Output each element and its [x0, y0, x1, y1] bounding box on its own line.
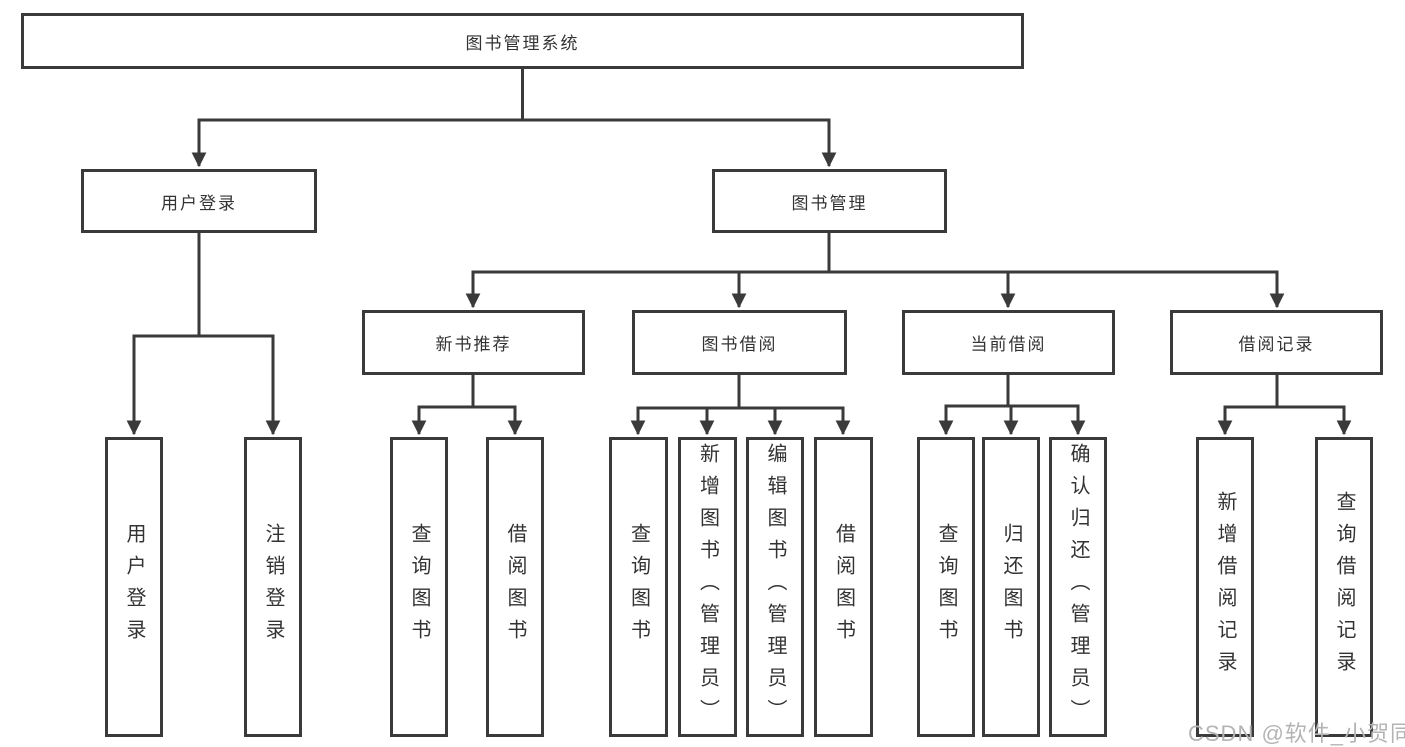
- leaf-confirm-return-admin: 确认归还（管理员）: [1049, 437, 1107, 737]
- leaf-recommend-borrow-books: 借阅图书: [486, 437, 544, 737]
- node-root-library-system: 图书管理系统: [21, 13, 1024, 69]
- leaf-return-books: 归还图书: [982, 437, 1040, 737]
- node-book-borrow: 图书借阅: [632, 310, 847, 375]
- leaf-logout: 注销登录: [244, 437, 302, 737]
- node-current-borrow: 当前借阅: [902, 310, 1115, 375]
- leaf-borrow-books: 借阅图书: [814, 437, 873, 737]
- leaf-add-borrow-record: 新增借阅记录: [1196, 437, 1254, 737]
- node-book-management: 图书管理: [712, 169, 947, 233]
- leaf-user-login: 用户登录: [105, 437, 163, 737]
- leaf-add-books-admin: 新增图书（管理员）: [678, 437, 737, 737]
- leaf-recommend-query-books: 查询图书: [390, 437, 448, 737]
- csdn-watermark: CSDN @软件_小贺同学: [1188, 721, 1405, 746]
- leaf-query-borrow-record: 查询借阅记录: [1315, 437, 1373, 737]
- leaf-current-query-books: 查询图书: [917, 437, 975, 737]
- node-user-login: 用户登录: [81, 169, 317, 233]
- leaf-edit-books-admin: 编辑图书（管理员）: [746, 437, 804, 737]
- leaf-borrow-query-books: 查询图书: [609, 437, 668, 737]
- node-new-book-recommend: 新书推荐: [362, 310, 585, 375]
- node-borrow-records: 借阅记录: [1170, 310, 1383, 375]
